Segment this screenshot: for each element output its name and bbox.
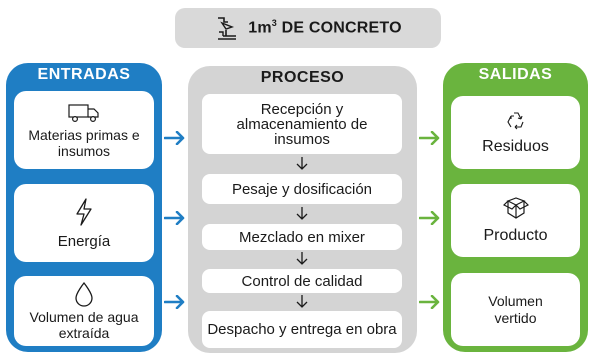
- outputs-heading: SALIDAS: [478, 66, 553, 83]
- outputs-column: SALIDAS Residuos Producto Volumen vertid…: [443, 63, 588, 352]
- input-item-energy: Energía: [14, 184, 154, 262]
- down-arrow-icon: [296, 295, 308, 308]
- down-arrow-icon: [296, 157, 308, 170]
- process-step: Control de calidad: [202, 269, 402, 293]
- right-arrow-icon: [419, 295, 440, 309]
- input-item-label: Materias primas e insumos: [28, 126, 140, 159]
- output-item-label: Residuos: [482, 137, 549, 155]
- truck-icon: [68, 103, 99, 122]
- concrete-mixer-icon: [218, 17, 237, 40]
- process-step: Despacho y entrega en obra: [202, 311, 402, 348]
- input-item-label: Volumen de agua extraída: [29, 309, 139, 341]
- inputs-heading: ENTRADAS: [37, 66, 131, 83]
- output-item-label: Volumen vertido: [488, 292, 543, 326]
- process-column: PROCESO Recepción y almacenamiento de in…: [188, 66, 417, 353]
- input-item-raw-materials: Materias primas e insumos: [14, 91, 154, 169]
- process-step: Recepción y almacenamiento de insumos: [202, 94, 402, 154]
- input-item-label: Energía: [57, 232, 111, 250]
- right-arrow-icon: [164, 211, 185, 225]
- process-step: Mezclado en mixer: [202, 224, 402, 250]
- down-arrow-icon: [296, 252, 308, 265]
- output-item-volume: Volumen vertido: [451, 273, 580, 346]
- right-arrow-icon: [164, 131, 185, 145]
- input-item-water: Volumen de agua extraída: [14, 276, 154, 346]
- inputs-column: ENTRADAS Materias primas e insumos Energ…: [6, 63, 162, 352]
- right-arrow-icon: [164, 295, 185, 309]
- title-banner: 1m3 DE CONCRETO: [175, 8, 441, 48]
- output-item-product: Producto: [451, 184, 580, 257]
- output-item-waste: Residuos: [451, 96, 580, 169]
- output-item-label: Producto: [483, 226, 548, 244]
- box-icon: [502, 196, 529, 219]
- lightning-icon: [76, 197, 92, 226]
- title-text: 1m3 DE CONCRETO: [248, 18, 402, 37]
- process-heading: PROCESO: [260, 69, 345, 86]
- down-arrow-icon: [296, 207, 308, 220]
- process-step: Pesaje y dosificación: [202, 174, 402, 204]
- right-arrow-icon: [419, 131, 440, 145]
- right-arrow-icon: [419, 211, 440, 225]
- water-drop-icon: [75, 281, 93, 307]
- recycle-icon: [506, 111, 524, 129]
